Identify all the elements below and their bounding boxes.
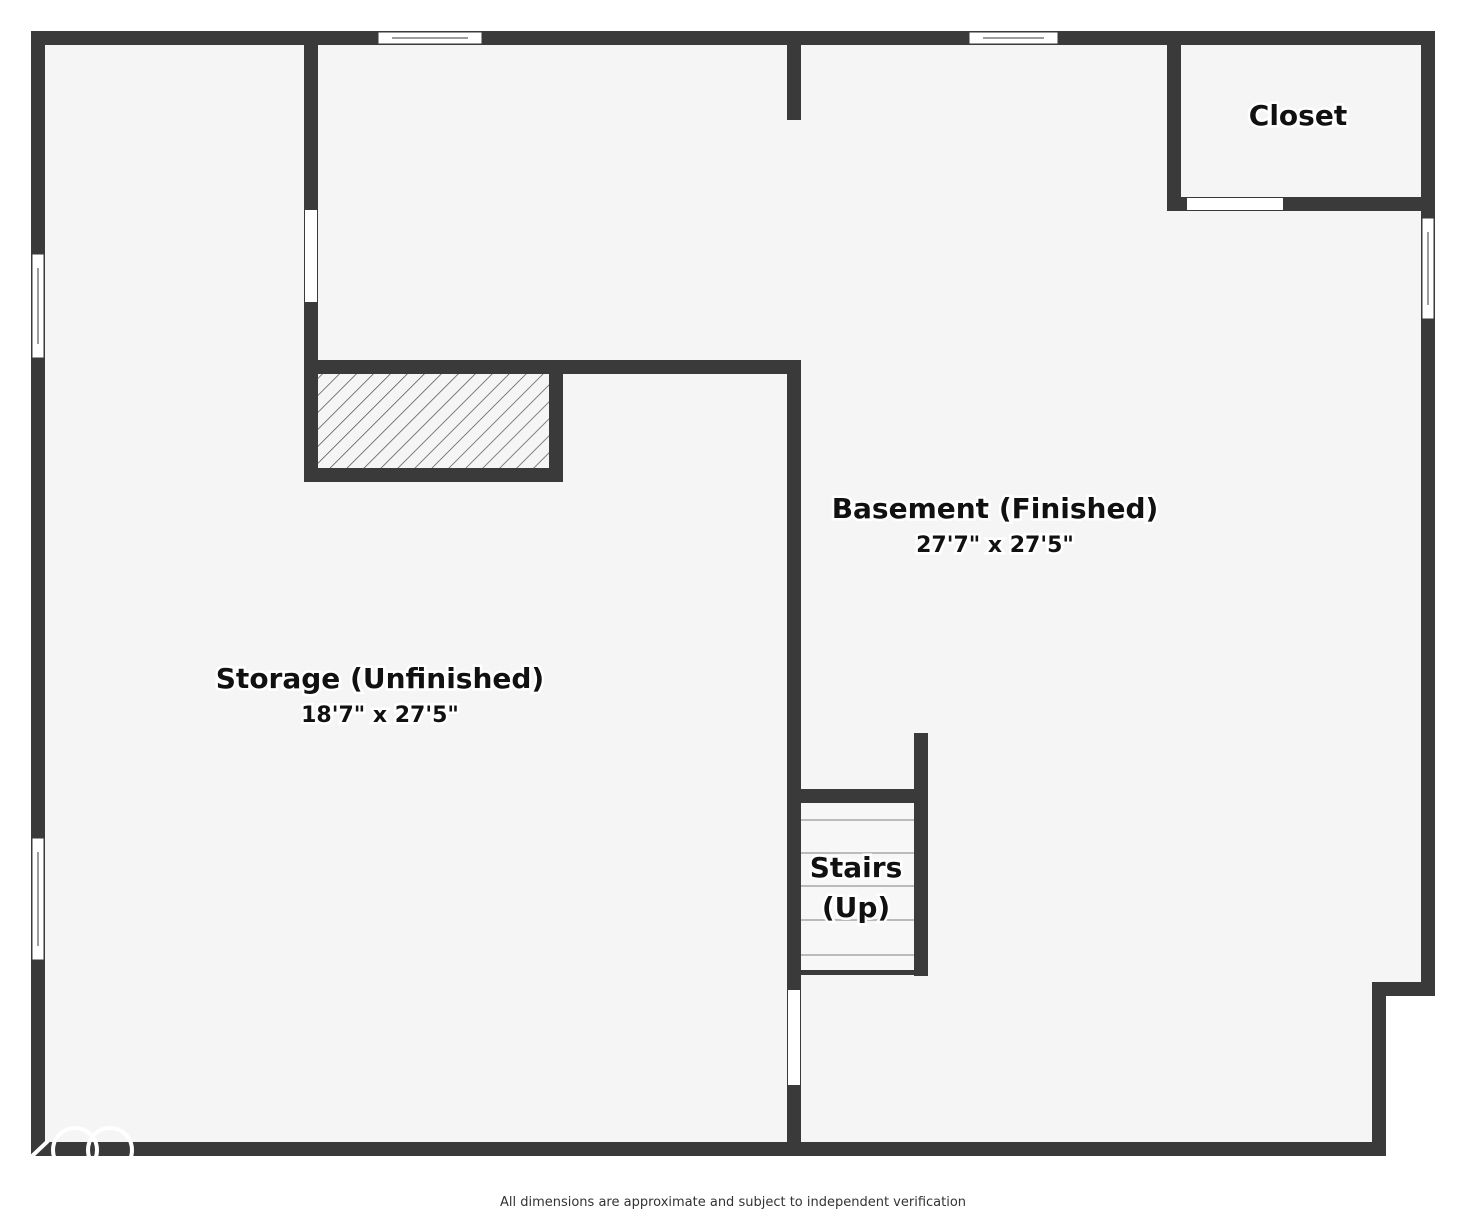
room-label-storage: Storage (Unfinished) <box>216 662 544 695</box>
room-dimensions-basement: 27'7" x 27'5" <box>916 533 1074 558</box>
room-dimensions-storage: 18'7" x 27'5" <box>301 703 459 728</box>
window-top-right <box>968 31 1059 45</box>
doorway-storage-upper <box>305 210 317 302</box>
window-right <box>1421 217 1435 320</box>
room-label-stairs: Stairs <box>810 851 903 884</box>
room-label-basement: Basement (Finished) <box>832 492 1159 525</box>
brand-logo <box>28 1126 134 1174</box>
window-left-upper <box>31 253 45 359</box>
window-left-lower <box>31 837 45 961</box>
chimney-block <box>304 360 563 482</box>
disclaimer-text: All dimensions are approximate and subje… <box>500 1195 966 1210</box>
window-top-left <box>377 31 483 45</box>
doorway-storage-basement <box>788 990 800 1085</box>
floor-area <box>38 38 1428 1149</box>
doorway-closet <box>1187 198 1283 210</box>
windows <box>31 31 1435 961</box>
stairs <box>794 733 928 976</box>
room-label-closet: Closet <box>1249 99 1347 132</box>
interior-walls <box>304 38 1428 1156</box>
room-label-stairs-direction: (Up) <box>822 891 890 924</box>
